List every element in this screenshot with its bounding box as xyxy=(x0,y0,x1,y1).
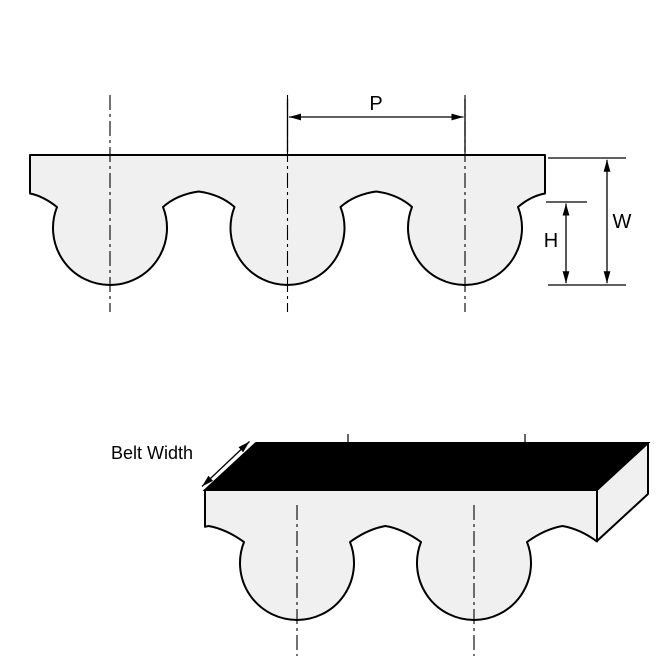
top-view-cross-section: P W H xyxy=(29,93,632,312)
pitch-dimension: P xyxy=(286,93,466,152)
belt-top-surface xyxy=(202,442,651,491)
belt-width-label: Belt Width xyxy=(111,443,193,463)
total-width-dimension: W xyxy=(548,157,632,286)
height-label: H xyxy=(544,230,558,252)
pitch-label: P xyxy=(369,93,382,115)
bottom-view-perspective: Belt Width xyxy=(111,434,651,656)
belt-width-annotation: Belt Width xyxy=(111,441,250,487)
tooth-height-dimension: H xyxy=(544,201,587,284)
width-label: W xyxy=(613,211,632,233)
belt-width-arrow xyxy=(201,441,250,487)
belt-front-face xyxy=(204,489,598,621)
